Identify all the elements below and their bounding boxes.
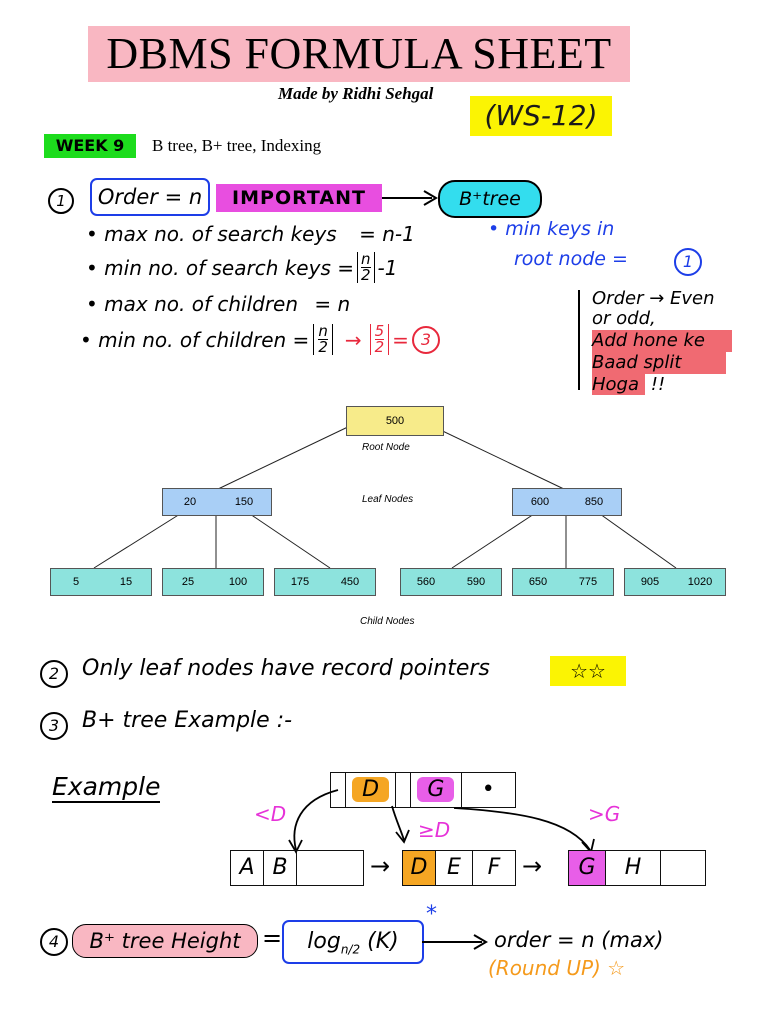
example-internal-node: D G •: [330, 772, 516, 808]
bullet-max-keys: • max no. of search keys = n-1: [86, 222, 415, 246]
side-note-line-5: Hoga !!: [592, 374, 666, 395]
root-keys-note: • min keys in: [488, 218, 615, 240]
week-topic: B tree, B+ tree, Indexing: [152, 136, 322, 155]
root-keys-value: 1: [674, 248, 702, 276]
less-than-d-label: <D: [254, 802, 287, 826]
page-title: DBMS FORMULA SHEET: [88, 26, 630, 82]
asterisk-icon: *: [426, 902, 437, 927]
important-highlight: IMPORTANT: [216, 184, 382, 212]
arrow-icon: →: [522, 852, 543, 880]
arrow-icon: →: [370, 852, 391, 880]
greater-than-g-label: >G: [588, 802, 621, 826]
root-node-label: root node =: [514, 248, 628, 270]
tree-edges: [93, 424, 677, 569]
height-formula: logn/2 (K): [282, 920, 424, 964]
example-leaf-2: D E F: [402, 850, 516, 886]
section-number-1: 1: [48, 188, 74, 214]
arrow-icon: [382, 190, 438, 206]
example-leaf-3: G H: [568, 850, 706, 886]
height-label: B⁺ tree Height: [72, 924, 258, 958]
example-arrows: [288, 789, 595, 854]
bullet-min-children: • min no. of children = n 2 → 5 2 = 3: [80, 324, 440, 355]
side-note-line-2: or odd,: [592, 308, 656, 329]
side-note-line-4: Baad split: [592, 352, 726, 374]
week-badge: WEEK 9: [44, 134, 136, 158]
order-box: Order = n: [90, 178, 210, 216]
child-nodes-caption: Child Nodes: [360, 616, 415, 627]
height-equals: =: [262, 924, 283, 952]
author-credit: Made by Ridhi Sehgal: [278, 84, 434, 103]
leaf-nodes-caption: Leaf Nodes: [362, 494, 414, 505]
bullet-min-keys: • min no. of search keys = n 2 -1: [86, 250, 398, 284]
leaf-pointer-statement: Only leaf nodes have record pointers: [82, 656, 490, 681]
round-up-note: (Round UP) ☆: [488, 956, 626, 980]
example-leaf-1: A B: [230, 850, 364, 886]
arrow-icon: [422, 934, 488, 950]
example-heading: B+ tree Example :-: [82, 708, 293, 733]
star-icon: ☆☆: [550, 656, 626, 686]
side-note-line-3: Add hone ke: [592, 330, 732, 352]
order-max-note: order = n (max): [494, 928, 664, 952]
section-number-4: 4: [40, 928, 68, 956]
bullet-max-children: • max no. of children = n: [86, 292, 351, 316]
example-label: Example: [52, 772, 161, 803]
ge-d-label: ≥D: [418, 818, 451, 842]
worksheet-tag: (WS-12): [470, 96, 612, 136]
side-note-bracket: [578, 290, 580, 390]
btree-tag: B⁺tree: [438, 180, 542, 218]
root-node: 500: [346, 406, 444, 436]
side-note-line-1: Order → Even: [592, 288, 715, 309]
section-number-2: 2: [40, 660, 68, 688]
root-node-caption: Root Node: [362, 442, 410, 453]
section-number-3: 3: [40, 712, 68, 740]
